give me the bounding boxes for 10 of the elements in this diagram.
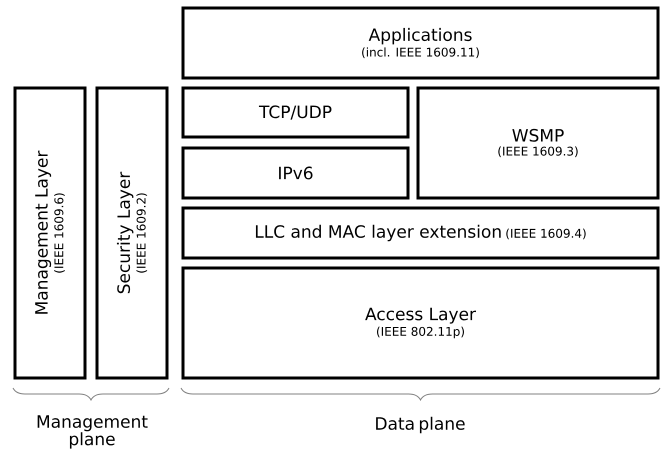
plane-label: Management plane [38,415,148,449]
layer-box: Security Layer (IEEE 1609.2) [96,86,168,380]
layer-box: TCP/UDP [182,86,410,138]
layer-box: IPv6 [182,146,410,200]
layer-box: Applications (incl. IEEE 1609.11) [182,6,660,80]
layer-box: LLC and MAC layer extension (IEEE 1609.4) [182,206,660,260]
layer-box: WSMP (IEEE 1609.3) [416,86,660,200]
layer-box: Management Layer (IEEE 1609.6) [14,86,86,380]
plane-label: Data plane [376,416,465,434]
layer-box: Access Layer (IEEE 802.11p) [182,266,660,380]
